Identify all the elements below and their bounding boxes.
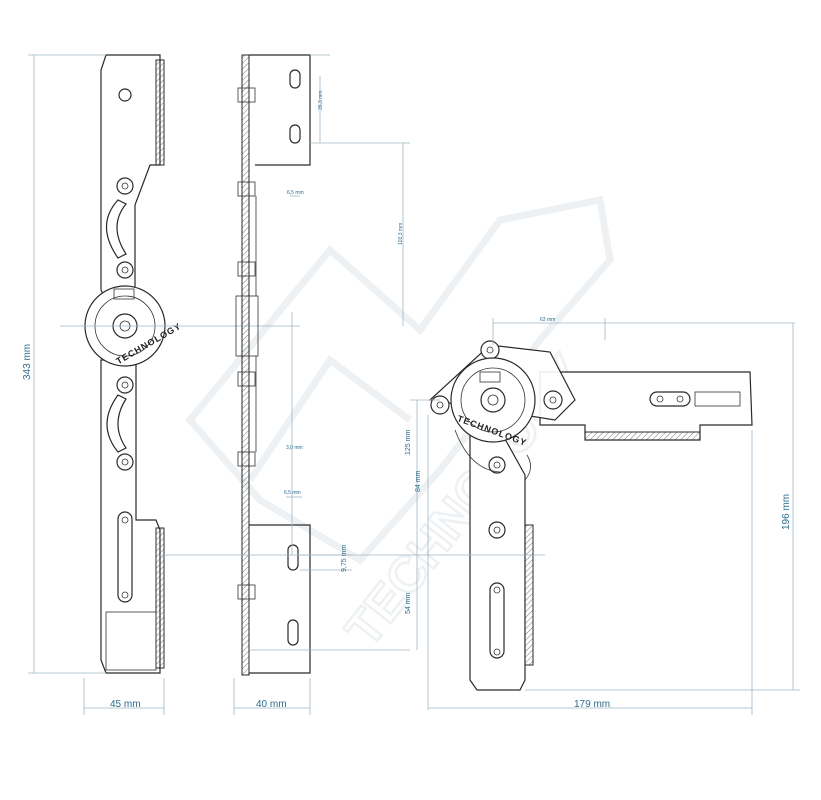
dim-63: 63 mm bbox=[540, 317, 555, 323]
dim-179: 179 mm bbox=[574, 699, 610, 710]
dim-196: 196 mm bbox=[781, 494, 792, 530]
dim-103-3: 103,3 mm bbox=[398, 223, 404, 245]
dim-45: 45 mm bbox=[110, 699, 141, 710]
dim-125: 125 mm bbox=[405, 430, 412, 455]
side-view: TECHNOLOGY 343 mm 45 mm bbox=[22, 54, 300, 715]
folded-view: TECHNOLOGY 63 mm 125 mm 84 mm 54 mm 179 … bbox=[405, 317, 800, 715]
watermark: TECHNOLOGY bbox=[185, 195, 614, 658]
dim-6-5-bottom: 6,5 mm bbox=[284, 490, 301, 496]
dim-9-75: 9,75 mm bbox=[341, 545, 348, 572]
dim-54: 54 mm bbox=[405, 592, 412, 614]
dim-343: 343 mm bbox=[22, 344, 33, 380]
dim-3-0: 3,0 mm bbox=[286, 445, 303, 451]
dim-84: 84 mm bbox=[415, 470, 422, 492]
dim-40: 40 mm bbox=[256, 699, 287, 710]
dim-35-3: 35,3 mm bbox=[318, 91, 324, 110]
edge-view: 35,3 mm 103,3 mm 6,5 mm 3,0 mm 6,5 mm 9,… bbox=[160, 54, 410, 715]
dim-6-5-top: 6,5 mm bbox=[287, 190, 304, 196]
